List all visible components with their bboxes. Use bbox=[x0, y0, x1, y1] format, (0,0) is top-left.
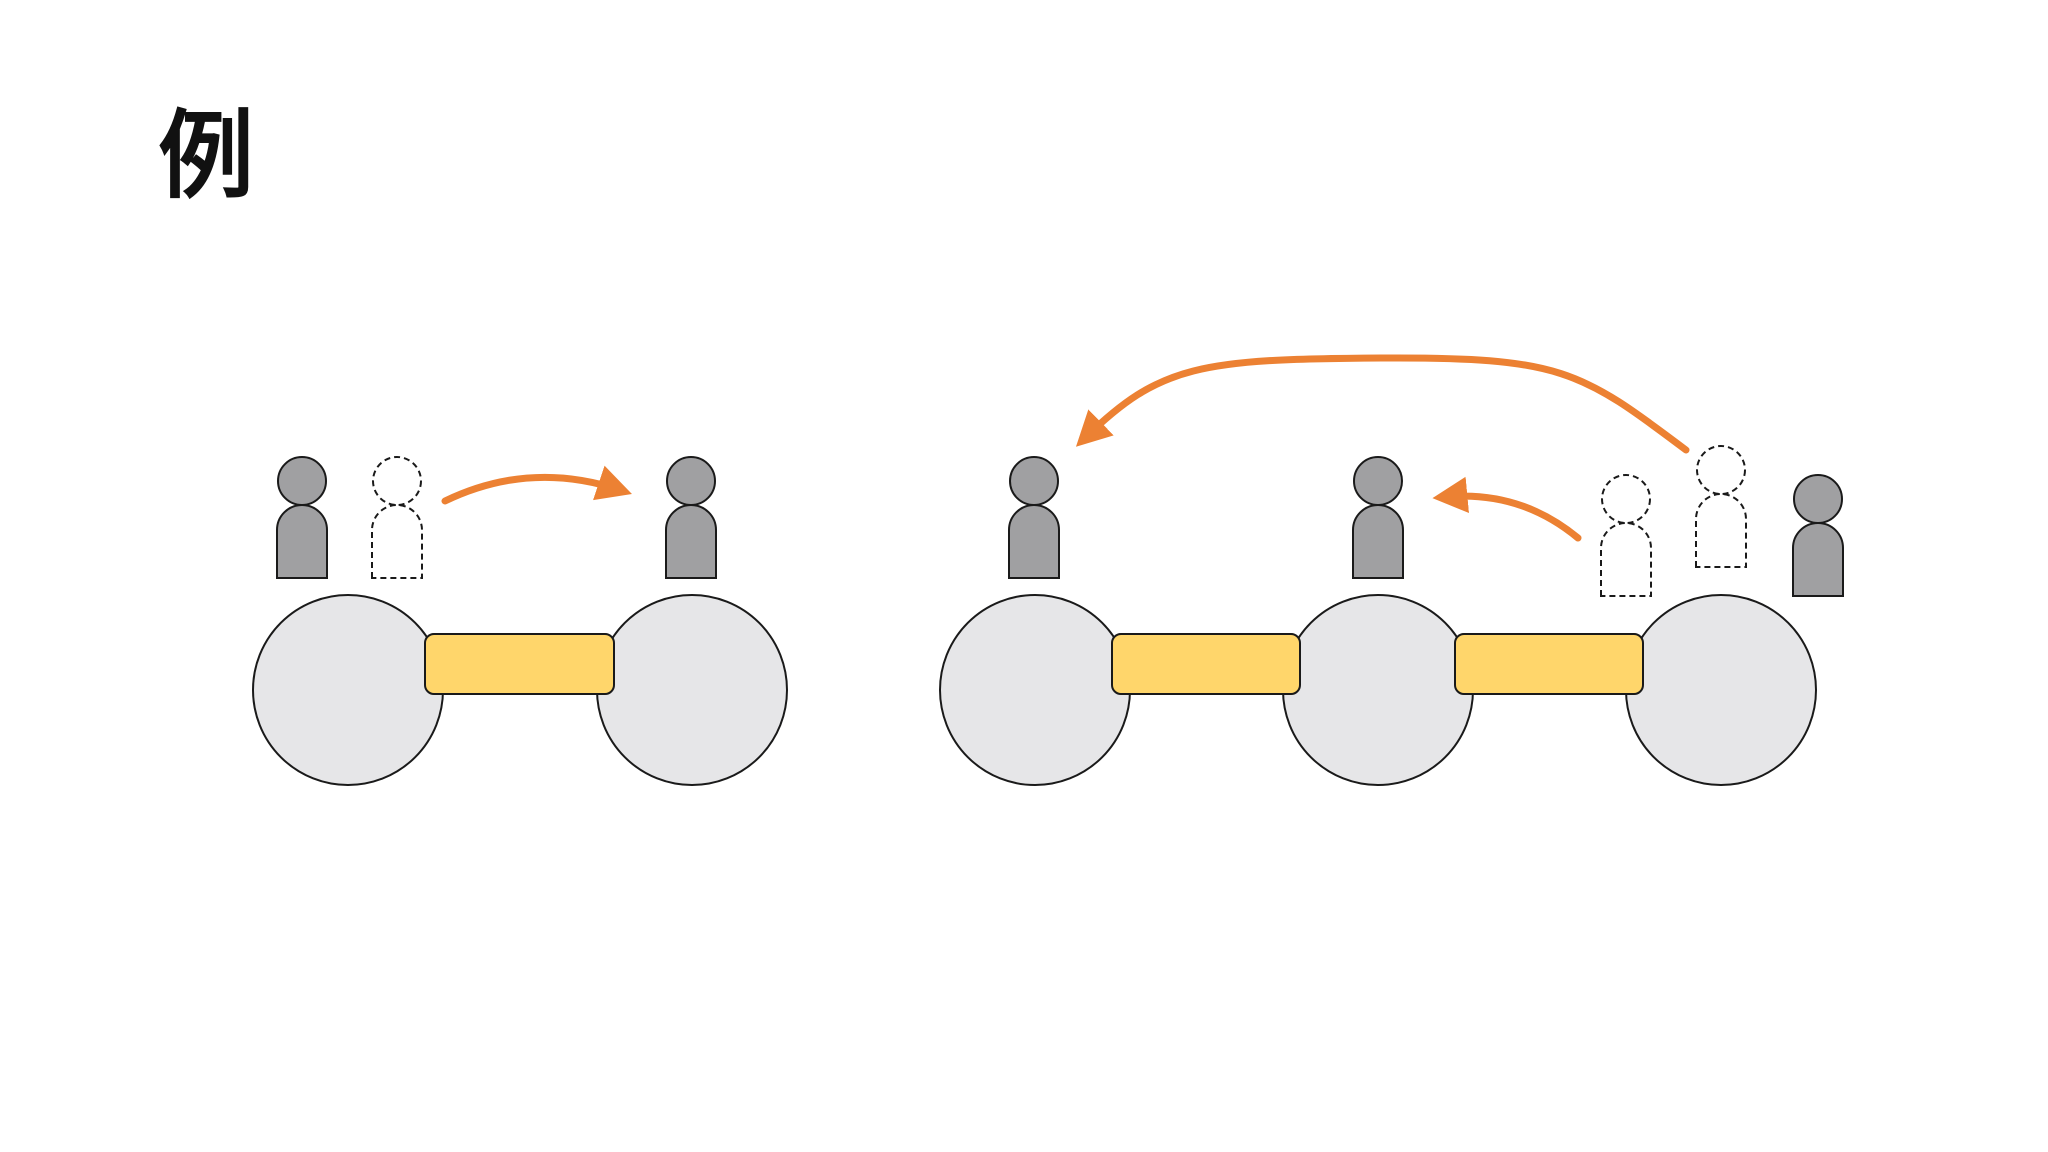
graph-edge bbox=[1111, 633, 1301, 695]
move-arrow bbox=[1432, 476, 1582, 542]
person-icon bbox=[1792, 474, 1844, 597]
graph-node bbox=[252, 594, 444, 786]
person-icon bbox=[276, 456, 328, 579]
move-arrow bbox=[441, 465, 632, 505]
graph-node bbox=[596, 594, 788, 786]
diagram-two-nodes bbox=[252, 456, 788, 786]
diagram-three-nodes bbox=[939, 354, 1844, 786]
graph-edge bbox=[424, 633, 615, 695]
graph-node bbox=[1625, 594, 1817, 786]
graph-edge bbox=[1454, 633, 1644, 695]
slide-title: 例 bbox=[158, 100, 254, 212]
graph-node bbox=[939, 594, 1131, 786]
person-icon bbox=[1008, 456, 1060, 579]
graph-node bbox=[1282, 594, 1474, 786]
person-icon bbox=[1352, 456, 1404, 579]
move-arrow bbox=[1075, 354, 1690, 454]
ghost-person-icon bbox=[1695, 445, 1747, 568]
ghost-person-icon bbox=[1600, 474, 1652, 597]
ghost-person-icon bbox=[371, 456, 423, 579]
person-icon bbox=[665, 456, 717, 579]
